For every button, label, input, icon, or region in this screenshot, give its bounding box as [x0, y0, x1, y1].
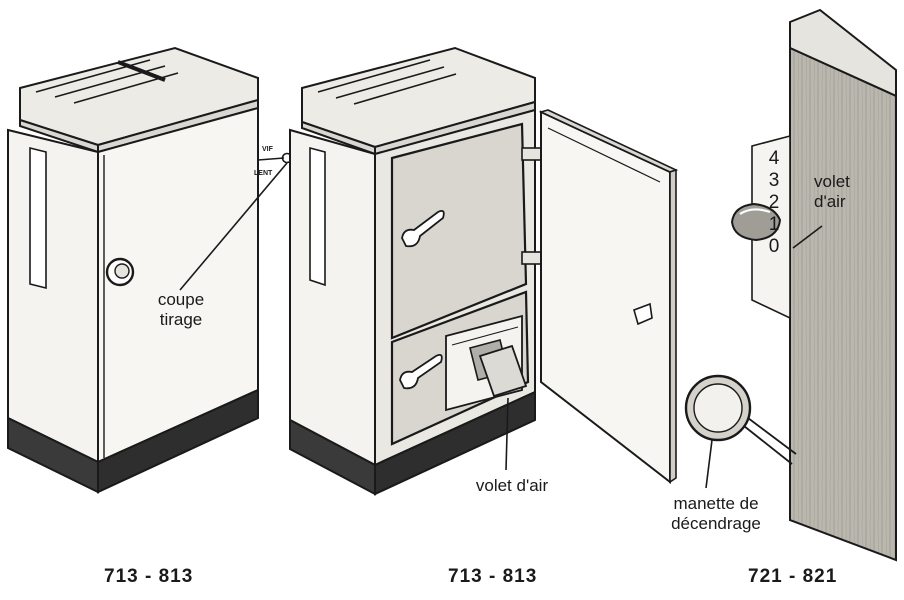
model-label-3: 721 - 821 — [748, 566, 838, 587]
stove-3-detail — [684, 8, 897, 562]
manette-line2: décendrage — [671, 514, 761, 533]
volet-air-line2: d'air — [814, 192, 846, 211]
scale-1: 1 — [768, 214, 780, 235]
manette-decendrage-label: manette de décendrage — [646, 494, 786, 534]
coupe-tirage-line1: coupe — [157, 290, 205, 309]
coupe-tirage-line2: tirage — [159, 310, 203, 329]
stove-2-open — [289, 46, 679, 496]
scale-2: 2 — [768, 192, 780, 213]
air-scale: 4 3 2 1 0 — [766, 148, 782, 258]
scale-3: 3 — [768, 170, 780, 191]
model-label-1: 713 - 813 — [104, 566, 194, 587]
coupe-tirage-label: coupe tirage — [133, 290, 229, 330]
manette-line1: manette de — [673, 494, 759, 513]
dial-label-vif: VIF — [262, 146, 273, 153]
volet-air-line1: volet — [814, 172, 850, 191]
stove-1-closed — [7, 46, 293, 494]
dial-label-lent: LENT — [254, 170, 273, 177]
model-label-2: 713 - 813 — [448, 566, 538, 587]
volet-air-label-3: volet d'air — [814, 172, 888, 212]
volet-air-label-2: volet d'air — [475, 476, 549, 495]
scale-0: 0 — [768, 236, 780, 257]
scale-4: 4 — [768, 148, 780, 169]
